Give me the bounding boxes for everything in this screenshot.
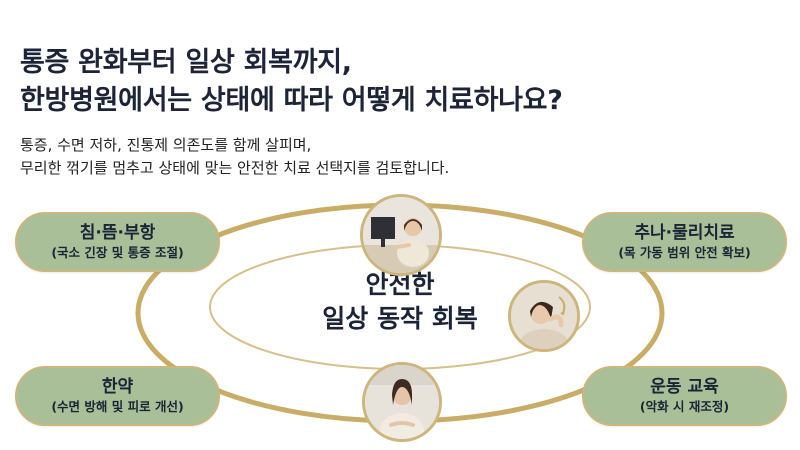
page-title: 통증 완화부터 일상 회복까지, 한방병원에서는 상태에 따라 어떻게 치료하나… xyxy=(20,44,563,120)
node-chuna-therapy-title: 추나·물리치료 xyxy=(634,223,735,243)
woman-at-computer-icon xyxy=(360,194,442,276)
node-exercise-education-title: 운동 교육 xyxy=(650,377,719,397)
subtitle-line-2: 무리한 꺾기를 멈추고 상태에 맞는 안전한 치료 선택지를 검토합니다. xyxy=(20,159,450,177)
woman-neck-pain-icon xyxy=(508,280,580,352)
node-herbal-medicine-subtitle: (수면 방해 및 피로 개선) xyxy=(51,399,184,414)
node-exercise-education-subtitle: (악화 시 재조정) xyxy=(639,399,730,414)
center-label: 안전한 일상 동작 회복 xyxy=(290,268,510,336)
title-line-1: 통증 완화부터 일상 회복까지, xyxy=(20,47,352,78)
title-line-2: 한방병원에서는 상태에 따라 어떻게 치료하나요? xyxy=(20,85,563,116)
node-acupuncture-subtitle: (국소 긴장 및 통증 조절) xyxy=(51,245,184,260)
node-acupuncture-title: 침·뜸·부항 xyxy=(79,223,156,243)
woman-relaxing-icon xyxy=(362,362,442,442)
node-exercise-education: 운동 교육 (악화 시 재조정) xyxy=(582,366,787,426)
page-subtitle: 통증, 수면 저하, 진통제 의존도를 함께 살피며, 무리한 꺾기를 멈추고 … xyxy=(20,134,449,180)
node-herbal-medicine: 한약 (수면 방해 및 피로 개선) xyxy=(15,366,220,426)
node-chuna-therapy-subtitle: (목 가동 범위 안전 확보) xyxy=(618,245,751,260)
center-line-2: 일상 동작 회복 xyxy=(322,304,478,333)
node-acupuncture: 침·뜸·부항 (국소 긴장 및 통증 조절) xyxy=(15,212,220,272)
subtitle-line-1: 통증, 수면 저하, 진통제 의존도를 함께 살피며, xyxy=(20,136,312,154)
node-herbal-medicine-title: 한약 xyxy=(101,377,134,397)
node-chuna-therapy: 추나·물리치료 (목 가동 범위 안전 확보) xyxy=(582,212,787,272)
